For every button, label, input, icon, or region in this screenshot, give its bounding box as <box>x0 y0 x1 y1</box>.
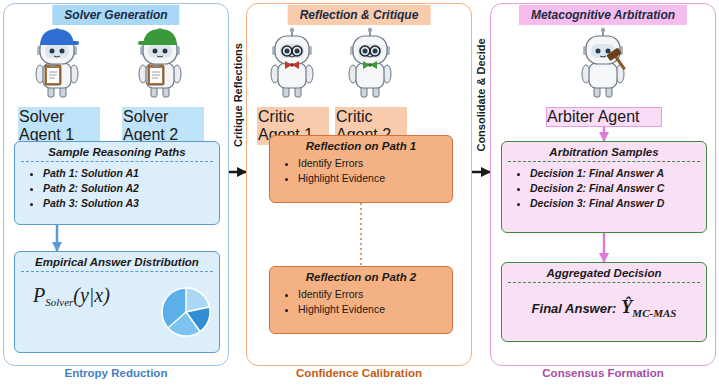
reflection-callout: Reflection on Path 2Identify ErrorsHighl… <box>269 266 453 334</box>
box-heading: Solver Agent 2 <box>123 108 203 144</box>
agent-tag: Solver Agent 1 <box>18 107 100 145</box>
box-heading: Arbitration Samples <box>508 144 700 162</box>
bullet-item: Path 1: Solution A1 <box>43 166 213 181</box>
formula-symbol: Ŷ <box>621 297 632 317</box>
bullet-item: Decision 2: Final Answer C <box>530 181 700 196</box>
reflection-callout: Reflection on Path 1Identify ErrorsHighl… <box>269 135 453 203</box>
critic-robot <box>271 28 313 97</box>
box-heading: Reflection on Path 1 <box>276 138 446 155</box>
box-heading: Solver Agent 1 <box>19 108 99 144</box>
edge-label: Consolidate & Decide <box>475 38 487 151</box>
box-heading: Arbiter Agent <box>547 108 661 126</box>
formula-row: PSolver(y|x) <box>21 276 213 314</box>
content-box: Empirical Answer DistributionPSolver(y|x… <box>14 251 220 353</box>
content-box: Aggregated DecisionFinal Answer: ŶMC-MAS <box>501 262 707 342</box>
bullet-item: Path 2: Solution A2 <box>43 181 213 196</box>
panel-caption: Consensus Formation <box>491 367 715 379</box>
panel-caption: Confidence Calibration <box>247 367 471 379</box>
bullet-item: Decision 1: Final Answer A <box>530 166 700 181</box>
bullet-item: Highlight Evidence <box>298 302 446 317</box>
bullet-item: Identify Errors <box>298 156 446 171</box>
answer-label: Final Answer: <box>532 301 617 316</box>
bullet-list: Path 1: Solution A1Path 2: Solution A2Pa… <box>21 166 213 211</box>
bullet-list: Identify ErrorsHighlight Evidence <box>276 287 446 317</box>
formula-symbol: P <box>33 284 45 306</box>
formula-symbol: (y|x) <box>73 284 110 306</box>
panel-title: Solver Generation <box>52 5 179 25</box>
formula-subscript: Solver <box>45 296 73 308</box>
box-heading: Empirical Answer Distribution <box>21 254 213 272</box>
solver-robot <box>138 28 181 97</box>
bullet-item: Decision 3: Final Answer D <box>530 196 700 211</box>
flow-arrow <box>603 233 606 262</box>
bullet-list: Decision 1: Final Answer ADecision 2: Fi… <box>508 166 700 211</box>
stage-panel: Solver GenerationEntropy ReductionSolver… <box>3 3 229 366</box>
critic-robot <box>349 28 391 97</box>
flow-arrow <box>229 171 246 174</box>
stage-panel: Metacognitive ArbitrationConsensus Forma… <box>490 3 716 366</box>
box-heading: Reflection on Path 2 <box>276 269 446 286</box>
panel-caption: Entropy Reduction <box>4 367 228 379</box>
formula-row: Final Answer: ŶMC-MAS <box>508 287 700 327</box>
agent-tag: Solver Agent 2 <box>122 107 204 145</box>
box-heading: Aggregated Decision <box>508 265 700 283</box>
stage-panel: Reflection & CritiqueConfidence Calibrat… <box>246 3 472 366</box>
flow-arrow <box>56 225 59 251</box>
bullet-item: Highlight Evidence <box>298 171 446 186</box>
bullet-item: Path 3: Solution A3 <box>43 196 213 211</box>
content-box: Sample Reasoning PathsPath 1: Solution A… <box>14 141 220 225</box>
content-box: Arbitration SamplesDecision 1: Final Ans… <box>501 141 707 233</box>
arbiter-robot <box>582 28 630 97</box>
formula-subscript: MC-MAS <box>632 307 676 319</box>
bullet-list: Identify ErrorsHighlight Evidence <box>276 156 446 186</box>
solver-robot <box>36 28 79 97</box>
flow-arrow <box>472 171 490 174</box>
edge-label: Critique Reflections <box>232 43 244 147</box>
panel-title: Reflection & Critique <box>288 5 431 25</box>
bullet-item: Identify Errors <box>298 287 446 302</box>
box-heading: Sample Reasoning Paths <box>21 144 213 162</box>
flow-arrow <box>603 127 606 141</box>
dotted-link <box>360 203 362 266</box>
panel-title: Metacognitive Arbitration <box>519 5 687 25</box>
agent-tag: Arbiter Agent <box>546 107 662 127</box>
